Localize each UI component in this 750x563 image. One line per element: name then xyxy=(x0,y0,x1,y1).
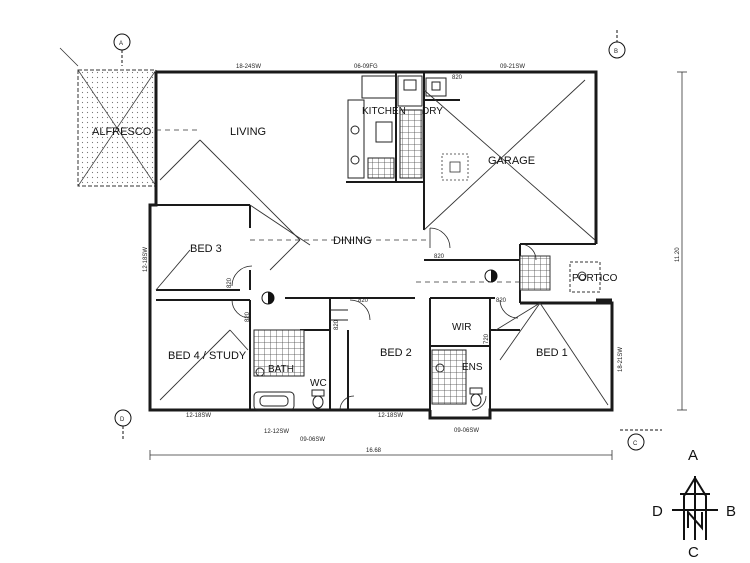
window-code-bed3: 12-18SW xyxy=(143,247,149,272)
roof-lines xyxy=(155,79,609,406)
window-code-bed2: 12-18SW xyxy=(378,413,403,419)
door-code-ens: 720 xyxy=(484,333,490,344)
door-code-garage: 820 xyxy=(434,254,445,260)
window-code-wc: 09-06SW xyxy=(300,437,325,443)
window-code-living: 18-24SW xyxy=(236,64,261,70)
door-code-bed1: 820 xyxy=(496,298,507,304)
door-code-bed3: 820 xyxy=(227,277,233,288)
window-code-bath: 12-12SW xyxy=(264,429,289,435)
svg-text:B: B xyxy=(614,49,618,55)
svg-text:A: A xyxy=(688,447,698,464)
smoke-detectors xyxy=(261,269,498,305)
room-label-alfresco: ALFRESCO xyxy=(92,126,152,138)
svg-text:C: C xyxy=(633,441,638,447)
kitchen-fixtures xyxy=(347,75,447,179)
room-label-living: LIVING xyxy=(230,126,266,138)
room-label-wir: WIR xyxy=(452,322,471,333)
section-marker-b: B xyxy=(608,30,626,59)
window-code-ens: 09-06SW xyxy=(454,428,479,434)
door-code-hall: 820 xyxy=(334,319,340,330)
bathroom-fixtures xyxy=(253,309,483,411)
window-code-garage: 09-21SW xyxy=(500,64,525,70)
room-label-wc: WC xyxy=(310,378,327,389)
room-label-dining: DINING xyxy=(333,235,372,247)
room-label-bed1: BED 1 xyxy=(536,347,568,359)
svg-text:B: B xyxy=(726,503,736,520)
section-marker-d: D xyxy=(114,409,132,440)
svg-text:C: C xyxy=(688,544,699,561)
north-arrow-icon xyxy=(672,476,718,540)
svg-text:D: D xyxy=(120,417,125,423)
dashed-lines xyxy=(156,129,520,283)
compass: A D B C xyxy=(652,447,736,561)
room-label-dry: DRY xyxy=(422,106,443,117)
garage-fixtures xyxy=(441,153,469,181)
room-label-garage: GARAGE xyxy=(488,155,535,167)
overall-depth-dimension: 11.20 xyxy=(675,247,681,262)
window-code-bed4: 12-18SW xyxy=(186,413,211,419)
alfresco-area xyxy=(77,69,157,187)
room-label-ens: ENS xyxy=(462,362,483,373)
window-code-kitchen: 06-09FG xyxy=(354,64,378,70)
room-label-portico: PORTICO xyxy=(572,273,618,284)
room-label-bath: BATH xyxy=(268,364,294,375)
room-label-bed4: BED 4 / STUDY xyxy=(168,350,247,362)
overall-width-dimension: 16.68 xyxy=(366,448,382,454)
portico-area xyxy=(519,255,601,293)
door-code-dry: 820 xyxy=(452,75,463,81)
door-swings xyxy=(231,227,537,411)
room-label-bed2: BED 2 xyxy=(380,347,412,359)
room-label-kitchen: KITCHEN xyxy=(362,106,406,117)
door-code-bed2: 820 xyxy=(358,298,369,304)
window-code-bed1: 18-21SW xyxy=(618,347,624,372)
section-marker-c: C xyxy=(620,429,662,451)
door-code-bed4: 820 xyxy=(245,311,251,322)
room-label-bed3: BED 3 xyxy=(190,243,222,255)
svg-text:D: D xyxy=(652,503,663,520)
svg-text:A: A xyxy=(119,41,123,47)
dimension-lines xyxy=(59,47,687,460)
section-marker-a: A xyxy=(113,33,131,66)
